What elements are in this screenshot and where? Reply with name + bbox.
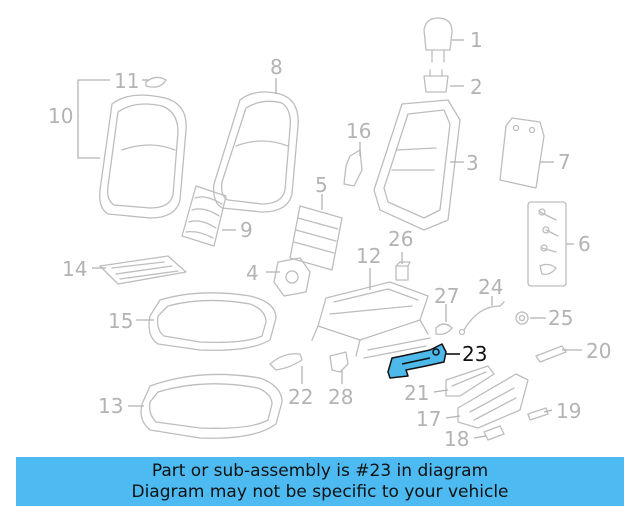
label-14: 14 — [62, 257, 87, 281]
label-24: 24 — [478, 275, 503, 299]
label-22: 22 — [288, 385, 313, 409]
part-10-seatback-cover — [99, 94, 187, 219]
leader-lines — [77, 39, 582, 439]
banner-line-2: Diagram may not be specific to your vehi… — [131, 481, 509, 502]
label-26: 26 — [388, 227, 413, 251]
label-9: 9 — [240, 218, 253, 242]
part-16-bracket — [343, 149, 363, 187]
seat-parts-diagram: 1 2 3 4 5 6 7 8 9 10 11 12 13 14 15 16 1… — [48, 17, 611, 451]
label-18: 18 — [444, 427, 469, 451]
label-28: 28 — [328, 385, 353, 409]
label-16: 16 — [346, 119, 371, 143]
part-18-cover — [483, 425, 505, 441]
part-8-seatback-pad — [213, 91, 299, 213]
label-4: 4 — [246, 261, 259, 285]
label-27: 27 — [434, 284, 459, 308]
part-19-cover — [527, 407, 549, 421]
part-22-trim — [269, 353, 303, 371]
part-28-clip — [329, 351, 349, 373]
label-19: 19 — [556, 399, 581, 423]
label-5: 5 — [315, 173, 328, 197]
banner-line-1: Part or sub-assembly is #23 in diagram — [151, 460, 489, 481]
part-25-nut — [515, 311, 529, 325]
part-23-highlighted-bracket — [387, 343, 447, 379]
part-5-panel — [289, 205, 343, 271]
label-3: 3 — [466, 151, 479, 175]
label-6: 6 — [578, 232, 591, 256]
part-20-lever — [535, 345, 567, 363]
label-20: 20 — [586, 339, 611, 363]
label-1: 1 — [470, 28, 483, 52]
label-2: 2 — [470, 75, 483, 99]
part-1-headrest — [423, 17, 453, 63]
part-9-lumbar — [181, 185, 227, 247]
part-13-cushion-pad — [140, 373, 283, 439]
part-24-cable — [458, 301, 505, 336]
callout-labels: 1 2 3 4 5 6 7 8 9 10 11 12 13 14 15 16 1… — [48, 28, 611, 451]
label-17: 17 — [416, 407, 441, 431]
part-7-back-panel — [499, 117, 545, 189]
part-27-cap — [435, 323, 453, 336]
label-21: 21 — [404, 381, 429, 405]
part-21-inner-shield — [445, 365, 495, 397]
label-12: 12 — [356, 244, 381, 268]
label-10: 10 — [48, 104, 73, 128]
part-15-cushion-cover — [148, 292, 277, 351]
part-12-seat-frame — [311, 281, 431, 359]
part-4-recliner — [273, 257, 311, 297]
label-8: 8 — [270, 55, 283, 79]
part-17-side-shield — [457, 373, 529, 429]
label-13: 13 — [98, 394, 123, 418]
part-14-heater-mat — [99, 255, 187, 285]
part-2-guide — [423, 69, 449, 93]
label-25: 25 — [548, 306, 573, 330]
label-23: 23 — [462, 342, 487, 366]
part-11-clip — [145, 76, 167, 88]
part-3-back-frame — [373, 99, 461, 231]
part-6-fastener-set — [527, 201, 567, 287]
label-11: 11 — [114, 69, 139, 93]
info-banner: Part or sub-assembly is #23 in diagram D… — [16, 457, 624, 506]
label-7: 7 — [558, 150, 571, 174]
label-15: 15 — [108, 309, 133, 333]
part-26-connector — [395, 261, 411, 281]
